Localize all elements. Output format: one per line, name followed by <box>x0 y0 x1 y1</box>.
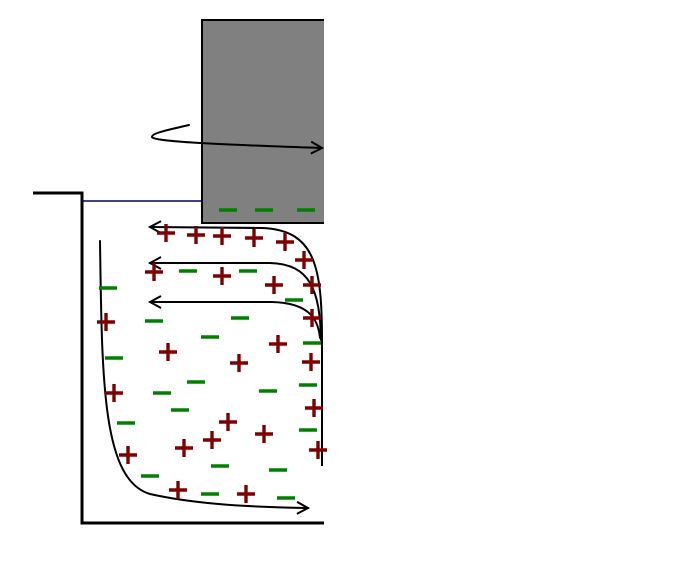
flow-arrow-middle <box>150 263 322 341</box>
flow-arrow-bottom-loop <box>99 240 308 508</box>
positive-charge <box>97 313 115 331</box>
flow-arrow-top <box>150 227 323 343</box>
positive-charge <box>303 309 321 327</box>
positive-charge <box>203 431 221 449</box>
positive-charge <box>269 335 287 353</box>
positive-charge <box>255 425 273 443</box>
positive-charge <box>237 485 255 503</box>
rotating-rod <box>202 20 324 223</box>
positive-charge <box>213 267 231 285</box>
positive-charge <box>245 229 263 247</box>
rod-outline <box>201 19 324 224</box>
container-wall <box>33 191 324 525</box>
rotation-arrow <box>151 124 322 148</box>
positive-charge <box>145 263 163 281</box>
positive-charge <box>305 399 323 417</box>
positive-charge <box>309 441 327 459</box>
positive-charge <box>303 276 321 294</box>
positive-charge <box>302 353 320 371</box>
charge-distribution <box>97 208 327 503</box>
positive-charge <box>187 226 205 244</box>
positive-charge <box>175 439 193 457</box>
positive-charge <box>105 384 123 402</box>
positive-charge <box>213 227 231 245</box>
positive-charge <box>295 251 313 269</box>
flow-lines <box>99 227 323 508</box>
positive-charge <box>230 354 248 372</box>
flow-arrow-lower <box>150 302 321 339</box>
positive-charge <box>157 224 175 242</box>
positive-charge <box>169 481 187 499</box>
positive-charge <box>219 413 237 431</box>
positive-charge <box>119 446 137 464</box>
positive-charge <box>276 233 294 251</box>
positive-charge <box>265 276 283 294</box>
positive-charge <box>159 343 177 361</box>
